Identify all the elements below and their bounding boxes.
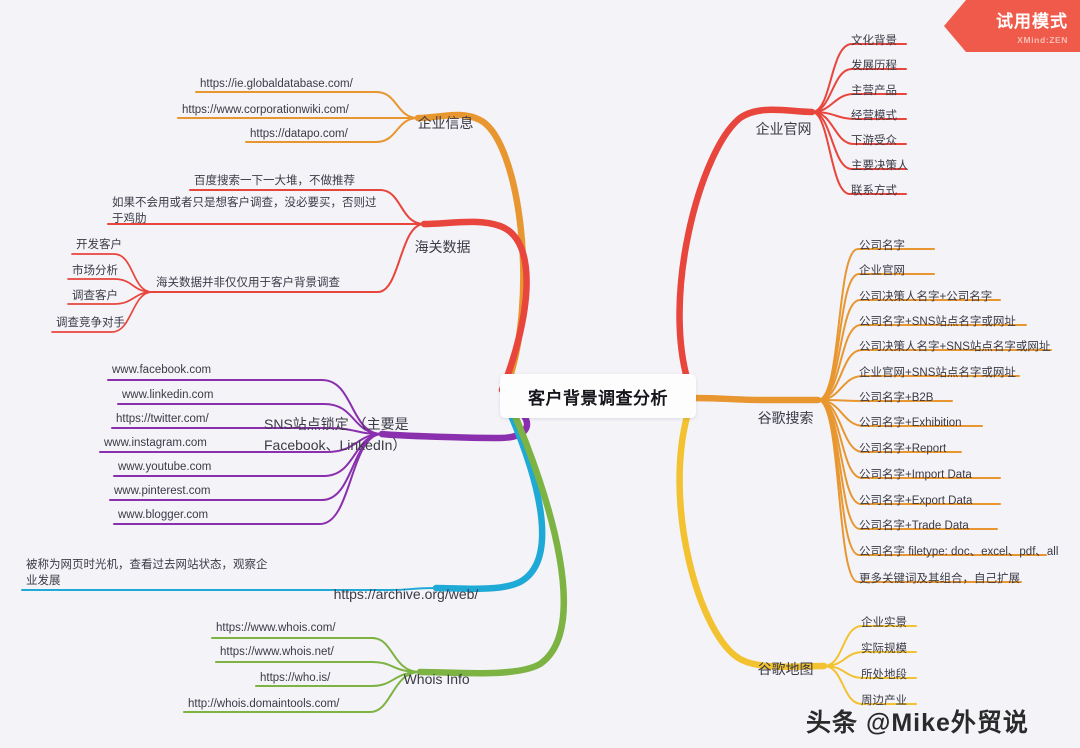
node-who-is[interactable]: https://who.is/: [260, 672, 331, 684]
node-gs-decision-plus-sns[interactable]: 公司决策人名字+SNS站点名字或网址: [859, 341, 1051, 353]
trial-mode-badge[interactable]: 试用模式 XMind:ZEN: [944, 0, 1080, 52]
node-sns-youtube[interactable]: www.youtube.com: [118, 461, 212, 473]
branch-google-maps[interactable]: 谷歌地图: [742, 641, 814, 698]
node-official-contact[interactable]: 联系方式: [851, 185, 897, 197]
node-cd-develop-customers[interactable]: 开发客户: [76, 239, 122, 251]
branch-official-website[interactable]: 企业官网: [740, 101, 812, 158]
node-official-business-model[interactable]: 经营模式: [851, 110, 897, 122]
node-sns-facebook[interactable]: www.facebook.com: [112, 364, 212, 376]
node-gs-company-import-data[interactable]: 公司名字+Import Data: [859, 469, 972, 481]
node-cd-investigate-customers[interactable]: 调查客户: [72, 290, 118, 302]
branch-google-search[interactable]: 谷歌搜索: [742, 390, 814, 447]
node-official-decision-makers[interactable]: 主要决策人: [851, 160, 909, 172]
branch-label: 企业信息: [417, 114, 474, 131]
node-sns-pinterest[interactable]: www.pinterest.com: [114, 485, 211, 497]
node-gs-official-site[interactable]: 企业官网: [859, 265, 905, 277]
node-gs-company-name[interactable]: 公司名字: [859, 240, 905, 252]
branch-label: 海关数据: [414, 238, 471, 255]
node-whois-com[interactable]: https://www.whois.com/: [216, 622, 336, 634]
node-sns-twitter[interactable]: https://twitter.com/: [116, 413, 209, 425]
node-gs-company-b2b[interactable]: 公司名字+B2B: [859, 392, 934, 404]
node-gm-nearby-industry[interactable]: 周边产业: [861, 695, 907, 707]
trial-mode-subtitle: XMind:ZEN: [1017, 35, 1068, 45]
node-gs-company-report[interactable]: 公司名字+Report: [859, 443, 947, 455]
node-cd-market-analysis[interactable]: 市场分析: [72, 265, 118, 277]
node-official-audience[interactable]: 下游受众: [851, 135, 897, 147]
trial-mode-title: 试用模式: [996, 12, 1068, 31]
node-official-products[interactable]: 主营产品: [851, 85, 897, 97]
node-gm-location[interactable]: 所处地段: [861, 669, 907, 681]
central-topic-label: 客户背景调查分析: [528, 388, 668, 408]
node-ei-corporationwiki-link[interactable]: https://www.corporationwiki.com/: [182, 104, 349, 116]
node-gm-real-view[interactable]: 企业实景: [861, 617, 907, 629]
branch-customs-data[interactable]: 海关数据: [399, 219, 471, 276]
branch-label: 谷歌搜索: [757, 409, 814, 426]
branch-label: Whois Info: [403, 670, 470, 687]
node-gs-company-filetype[interactable]: 公司名字 filetype: doc、excel、pdf、all: [859, 546, 1059, 558]
branch-label: https://archive.org/web/: [333, 585, 479, 602]
node-ei-globaldatabase-link[interactable]: https://ie.globaldatabase.com/: [200, 78, 353, 90]
node-sns-blogger[interactable]: www.blogger.com: [118, 509, 209, 521]
node-gs-decision-plus-company[interactable]: 公司决策人名字+公司名字: [859, 291, 993, 303]
node-cd-not-only-background[interactable]: 海关数据并非仅仅用于客户背景调查: [156, 277, 340, 289]
node-gs-company-export-data[interactable]: 公司名字+Export Data: [859, 495, 973, 507]
branch-whois-info[interactable]: Whois Info: [388, 651, 470, 708]
node-cd-investigate-competitors[interactable]: 调查竞争对手: [56, 317, 125, 329]
node-official-history[interactable]: 发展历程: [851, 60, 897, 72]
node-gm-actual-scale[interactable]: 实际规模: [861, 643, 907, 655]
branch-label: SNS站点锁定 （主要是Facebook、LinkedIn）: [264, 416, 409, 453]
node-gs-company-exhibition[interactable]: 公司名字+Exhibition: [859, 417, 962, 429]
node-cd-no-need-to-buy[interactable]: 如果不会用或者只是想客户调查，没必要买，否则过于鸡肋: [112, 197, 377, 225]
node-archive-description[interactable]: 被称为网页时光机，查看过去网站状态，观察企业发展: [26, 559, 268, 587]
branch-label: 企业官网: [755, 120, 812, 137]
node-gs-more-keywords[interactable]: 更多关键词及其组合，自己扩展: [859, 573, 1020, 585]
branch-archive-web[interactable]: https://archive.org/web/: [318, 566, 479, 623]
node-gs-company-plus-sns[interactable]: 公司名字+SNS站点名字或网址: [859, 316, 1016, 328]
watermark-text: 头条 @Mike外贸说: [806, 709, 1029, 737]
node-sns-linkedin[interactable]: www.linkedin.com: [122, 389, 214, 401]
node-official-culture[interactable]: 文化背景: [851, 35, 897, 47]
branch-label: 谷歌地图: [757, 660, 814, 677]
node-ei-datapo-link[interactable]: https://datapo.com/: [250, 128, 348, 140]
central-topic[interactable]: 客户背景调查分析: [500, 374, 696, 418]
node-cd-baidu-search[interactable]: 百度搜索一下一大堆，不做推荐: [194, 175, 355, 187]
node-sns-instagram[interactable]: www.instagram.com: [104, 437, 207, 449]
node-whois-net[interactable]: https://www.whois.net/: [220, 646, 334, 658]
node-gs-site-plus-sns[interactable]: 企业官网+SNS站点名字或网址: [859, 367, 1016, 379]
branch-sns-sites[interactable]: SNS站点锁定 （主要是Facebook、LinkedIn）: [264, 414, 464, 456]
node-gs-company-trade-data[interactable]: 公司名字+Trade Data: [859, 520, 969, 532]
branch-enterprise-info[interactable]: 企业信息: [402, 95, 474, 152]
node-whois-domaintools[interactable]: http://whois.domaintools.com/: [188, 698, 340, 710]
